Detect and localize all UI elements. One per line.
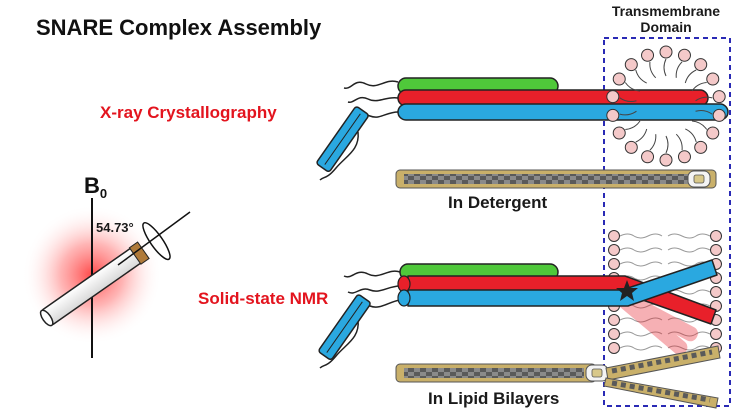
transmembrane-label-line1: Transmembrane [612, 3, 720, 19]
zipper-opening [395, 345, 721, 409]
rotation-arrow-ring [142, 221, 171, 261]
angle-label: 54.73° [96, 220, 134, 235]
rotor-cap [128, 241, 150, 265]
magic-angle-rotor: B0 54.73° [22, 173, 191, 358]
nmr-short-helix [318, 294, 371, 361]
detergent-micelle [606, 45, 726, 167]
transmembrane-box [603, 37, 731, 407]
diagram-title: SNARE Complex Assembly [36, 15, 322, 40]
xray-blue-helix [397, 103, 729, 121]
xray-short-helix [316, 106, 369, 173]
kink-star-icon [616, 280, 638, 301]
zipper-closed [395, 169, 717, 189]
bilayer-label: In Lipid Bilayers [428, 389, 559, 408]
b0-label: B0 [84, 173, 107, 201]
transmembrane-label-line2: Domain [640, 19, 691, 35]
xray-label: X-ray Crystallography [100, 103, 277, 122]
nmr-label: Solid-state NMR [198, 289, 328, 308]
detergent-label: In Detergent [448, 193, 548, 212]
